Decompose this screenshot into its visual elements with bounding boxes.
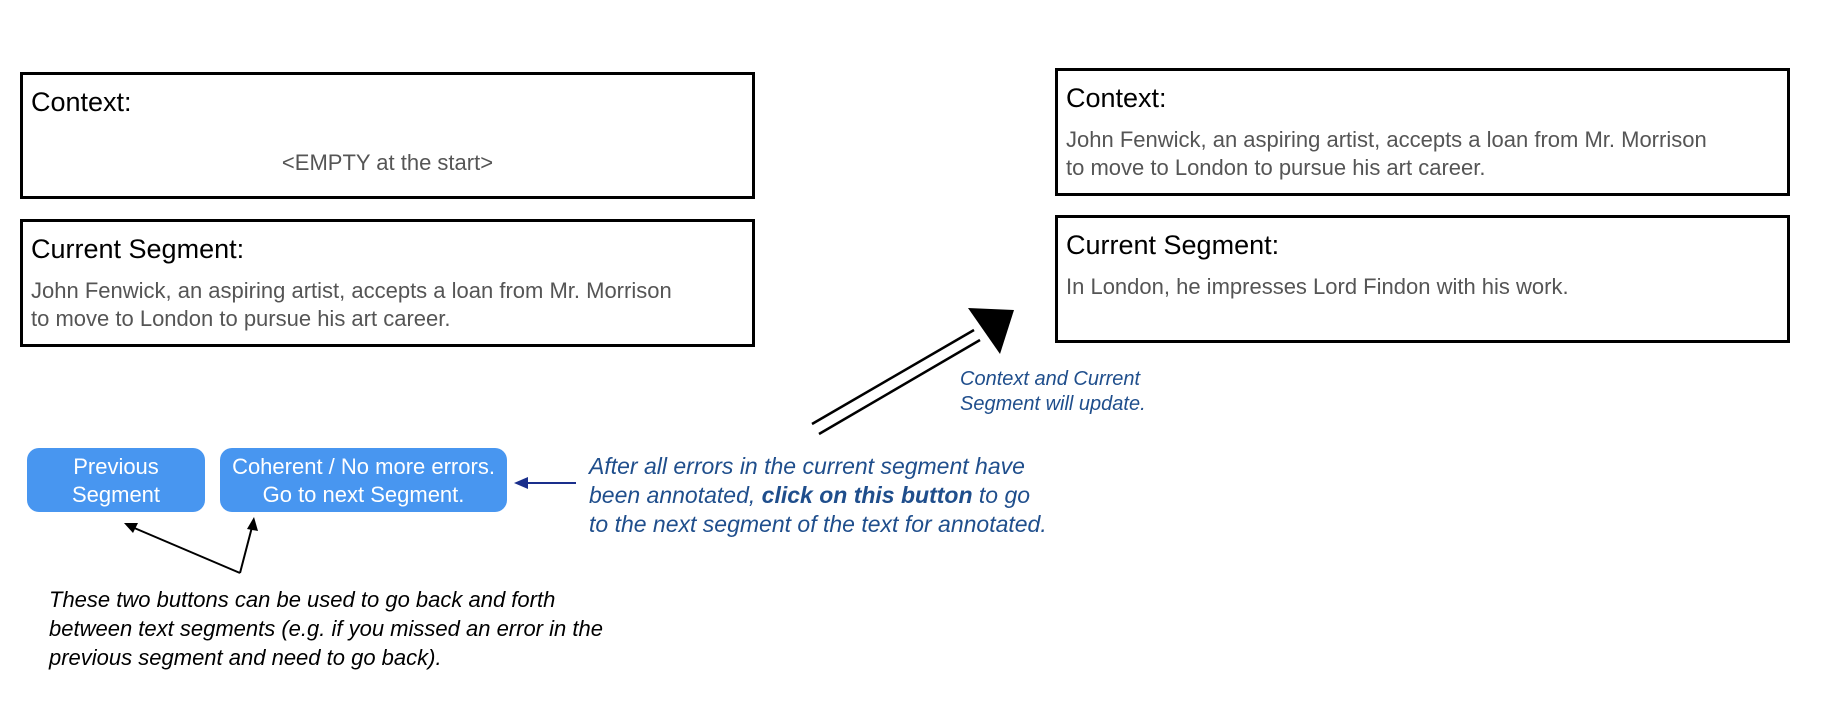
right-context-line-1: John Fenwick, an aspiring artist, accept… (1066, 127, 1707, 152)
next-button-note-line-2-post: to go (972, 482, 1031, 508)
right-context-text: John Fenwick, an aspiring artist, accept… (1066, 126, 1779, 182)
right-context-heading: Context: (1066, 83, 1167, 113)
right-context-line-2: to move to London to pursue his art care… (1066, 155, 1486, 180)
left-context-empty-text: <EMPTY at the start> (281, 150, 494, 175)
left-segment-panel: Current Segment: John Fenwick, an aspiri… (20, 219, 755, 347)
previous-segment-label-2: Segment (71, 482, 161, 507)
next-button-note-line-3: to the next segment of the text for anno… (589, 511, 1047, 537)
next-button-note: After all errors in the current segment … (589, 452, 1047, 539)
left-segment-line-2: to move to London to pursue his art care… (31, 306, 451, 331)
previous-segment-label-1: Previous (73, 454, 159, 479)
nav-buttons-pointer-arrows (124, 517, 258, 574)
next-button-pointer-arrow (514, 477, 576, 489)
update-note-line-1: Context and Current (960, 368, 1141, 390)
update-note: Context and Current Segment will update. (960, 367, 1146, 417)
previous-segment-button[interactable]: Previous Segment (27, 448, 205, 512)
right-segment-heading: Current Segment: (1066, 230, 1280, 260)
left-context-panel: Context: <EMPTY at the start> (20, 72, 755, 199)
navigation-note-line-2: between text segments (e.g. if you misse… (49, 616, 603, 641)
next-segment-label-1: Coherent / No more errors. (232, 454, 495, 479)
next-segment-label-2: Go to next Segment. (262, 482, 465, 507)
next-segment-button[interactable]: Coherent / No more errors. Go to next Se… (220, 448, 507, 512)
left-context-heading: Context: (31, 87, 132, 117)
right-context-panel: Context: John Fenwick, an aspiring artis… (1055, 68, 1790, 196)
left-segment-line-1: John Fenwick, an aspiring artist, accept… (31, 278, 672, 303)
navigation-note-line-3: previous segment and need to go back). (49, 645, 442, 670)
next-button-note-line-2-bold: click on this button (761, 482, 973, 508)
navigation-note-line-1: These two buttons can be used to go back… (49, 587, 556, 612)
next-button-note-line-1: After all errors in the current segment … (589, 453, 1025, 479)
update-note-line-2: Segment will update. (960, 393, 1146, 415)
right-segment-text: In London, he impresses Lord Findon with… (1066, 274, 1569, 299)
left-segment-text: John Fenwick, an aspiring artist, accept… (31, 277, 744, 333)
next-button-note-line-2-pre: been annotated, (589, 482, 762, 508)
update-arrow (811, 308, 1014, 436)
left-segment-heading: Current Segment: (31, 234, 245, 264)
right-segment-panel: Current Segment: In London, he impresses… (1055, 215, 1790, 343)
next-button-note-line-2: been annotated, click on this button to … (589, 481, 1047, 510)
navigation-note: These two buttons can be used to go back… (49, 585, 603, 672)
